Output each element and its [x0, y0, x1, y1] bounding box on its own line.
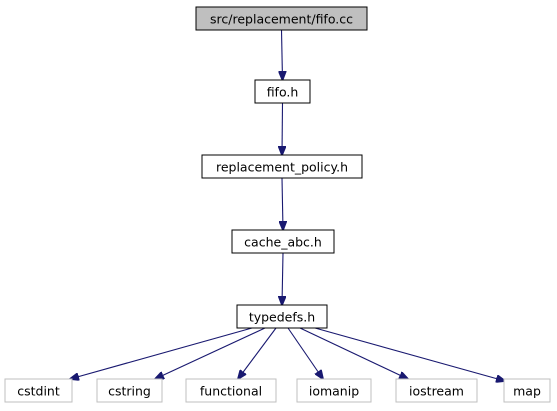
node-label: cstring — [108, 384, 151, 399]
node-box — [296, 378, 372, 403]
node-label: iomanip — [309, 384, 359, 399]
node-box — [195, 6, 368, 31]
node-iostream[interactable]: iostream — [395, 378, 478, 403]
node-fifo-h[interactable]: fifo.h — [254, 79, 311, 104]
node-label: replacement_policy.h — [216, 160, 348, 175]
node-iomanip[interactable]: iomanip — [296, 378, 372, 403]
node-src-replacement-fifo-cc: src/replacement/fifo.cc — [195, 6, 368, 31]
edge-typedefs-h-to-cstdint — [70, 327, 253, 379]
edge-typedefs-h-to-iostream — [299, 327, 408, 379]
node-functional[interactable]: functional — [185, 378, 277, 403]
nodes-layer: src/replacement/fifo.cc fifo.h replacement… — [4, 6, 551, 403]
node-label: fifo.h — [267, 85, 299, 100]
node-label: src/replacement/fifo.cc — [210, 12, 353, 27]
edge-typedefs-h-to-map — [314, 327, 505, 381]
node-box — [231, 229, 335, 254]
edge-fifo-h-to-replacement-policy-h — [282, 102, 283, 155]
node-box — [201, 154, 363, 179]
node-label: cache_abc.h — [244, 235, 322, 250]
node-box — [4, 378, 73, 403]
node-label: typedefs.h — [249, 310, 315, 325]
edges-layer — [70, 29, 505, 381]
node-box — [395, 378, 478, 403]
node-label: map — [513, 384, 541, 399]
edge-typedefs-h-to-functional — [238, 327, 277, 379]
node-map[interactable]: map — [503, 378, 551, 403]
node-cstring[interactable]: cstring — [96, 378, 163, 403]
node-box — [503, 378, 551, 403]
node-label: iostream — [409, 384, 464, 399]
node-typedefs-h[interactable]: typedefs.h — [236, 304, 328, 329]
node-label: cstdint — [17, 384, 60, 399]
node-label: functional — [200, 384, 262, 399]
node-box — [96, 378, 163, 403]
edge-typedefs-h-to-iomanip — [287, 327, 323, 379]
edge-cache-abc-h-to-typedefs-h — [282, 252, 283, 305]
node-replacement-policy-h[interactable]: replacement_policy.h — [201, 154, 363, 179]
node-cache-abc-h[interactable]: cache_abc.h — [231, 229, 335, 254]
edge-src-replacement-fifo-cc-to-fifo-h — [282, 29, 283, 80]
node-box — [254, 79, 311, 104]
edge-replacement-policy-h-to-cache-abc-h — [282, 177, 283, 230]
edge-typedefs-h-to-cstring — [155, 327, 266, 379]
node-box — [185, 378, 277, 403]
node-cstdint[interactable]: cstdint — [4, 378, 73, 403]
node-box — [236, 304, 328, 329]
